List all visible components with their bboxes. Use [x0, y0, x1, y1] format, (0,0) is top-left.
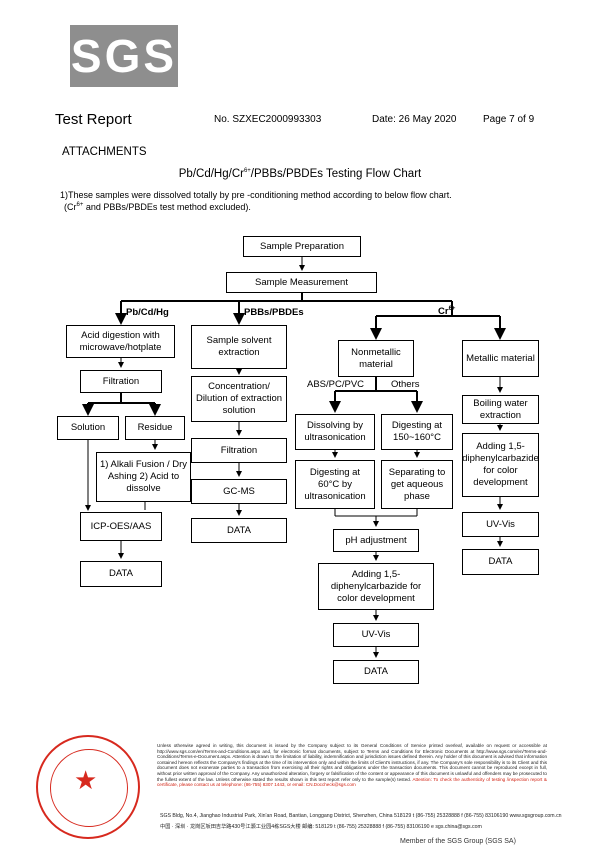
note-text: 1)These samples were dissolved totally b…: [60, 189, 452, 213]
boiling-water-box: Boiling water extraction: [462, 395, 539, 424]
data-box-1: DATA: [80, 561, 162, 587]
separating-box: Separating to get aqueous phase: [381, 460, 453, 509]
logo-text: SGS: [70, 30, 178, 82]
concentration-dilution-box: Concentration/ Dilution of extraction so…: [191, 376, 287, 422]
note-line-1: 1)These samples were dissolved totally b…: [60, 190, 452, 200]
digesting-150-box: Digesting at 150~160°C: [381, 414, 453, 450]
data-box-3: DATA: [333, 660, 419, 684]
seal-star-icon: ★: [74, 765, 98, 795]
others-label: Others: [391, 379, 420, 390]
sgs-logo: SGS: [70, 25, 178, 87]
filtration-box-1: Filtration: [80, 370, 162, 393]
footer-address-cn: 中国 · 深圳 · 龙岗区坂田吉华路430号江灏工业园4栋SGS大楼 邮编: 5…: [160, 824, 482, 830]
gc-ms-box: GC-MS: [191, 479, 287, 504]
data-box-4: DATA: [462, 549, 539, 575]
data-box-2: DATA: [191, 518, 287, 543]
residue-box: Residue: [125, 416, 185, 440]
ph-adjustment-box: pH adjustment: [333, 529, 419, 552]
metallic-material-box: Metallic material: [462, 340, 539, 377]
adding-diphenylcarbazide-box-2: Adding 1,5-diphenylcarbazide for color d…: [462, 433, 539, 497]
dissolving-box: Dissolving by ultrasonication: [295, 414, 375, 450]
adding-diphenylcarbazide-box-1: Adding 1,5-diphenylcarbazide for color d…: [318, 563, 434, 610]
authenticity-warning: Attention: To check the authenticity of …: [157, 776, 547, 788]
solvent-extraction-box: Sample solvent extraction: [191, 325, 287, 369]
attachments-heading: ATTACHMENTS: [62, 146, 147, 158]
nonmetallic-material-box: Nonmetallic material: [338, 340, 414, 377]
branch-label-cr6: Cr6+: [438, 305, 456, 317]
seal-inner-ring: [50, 749, 128, 827]
uv-vis-box-2: UV-Vis: [462, 512, 539, 537]
report-date: Date: 26 May 2020: [372, 114, 457, 125]
abs-pc-pvc-label: ABS/PC/PVC: [307, 379, 365, 390]
alkali-fusion-box: 1) Alkali Fusion / Dry Ashing 2) Acid to…: [96, 452, 191, 502]
filtration-box-2: Filtration: [191, 438, 287, 463]
solution-box: Solution: [57, 416, 119, 440]
note-line-2: (Cr6+ and PBBs/PBDEs test method exclude…: [64, 202, 251, 212]
report-number: No. SZXEC2000993303: [214, 114, 322, 125]
member-of-sgs-group: Member of the SGS Group (SGS SA): [400, 838, 516, 845]
uv-vis-box-1: UV-Vis: [333, 623, 419, 647]
sample-preparation-box: Sample Preparation: [243, 236, 361, 257]
acid-digestion-box: Acid digestion with microwave/hotplate: [66, 325, 175, 358]
icp-oes-aas-box: ICP-OES/AAS: [80, 512, 162, 541]
footer-disclaimer: Unless otherwise agreed in writing, this…: [157, 743, 547, 788]
company-seal-stamp: ★: [36, 735, 140, 839]
flow-chart-title: Pb/Cd/Hg/Cr6+/PBBs/PBDEs Testing Flow Ch…: [178, 168, 422, 180]
sample-measurement-box: Sample Measurement: [226, 272, 377, 293]
report-title: Test Report: [55, 111, 132, 128]
page-number: Page 7 of 9: [483, 114, 535, 125]
branch-label-pb-cd-hg: Pb/Cd/Hg: [126, 307, 169, 318]
footer-address-en: SGS Bldg, No.4, Jianghao Industrial Park…: [160, 813, 562, 819]
branch-label-pbbs-pbdes: PBBs/PBDEs: [244, 307, 304, 318]
digesting-60-box: Digesting at 60°C by ultrasonication: [295, 460, 375, 509]
